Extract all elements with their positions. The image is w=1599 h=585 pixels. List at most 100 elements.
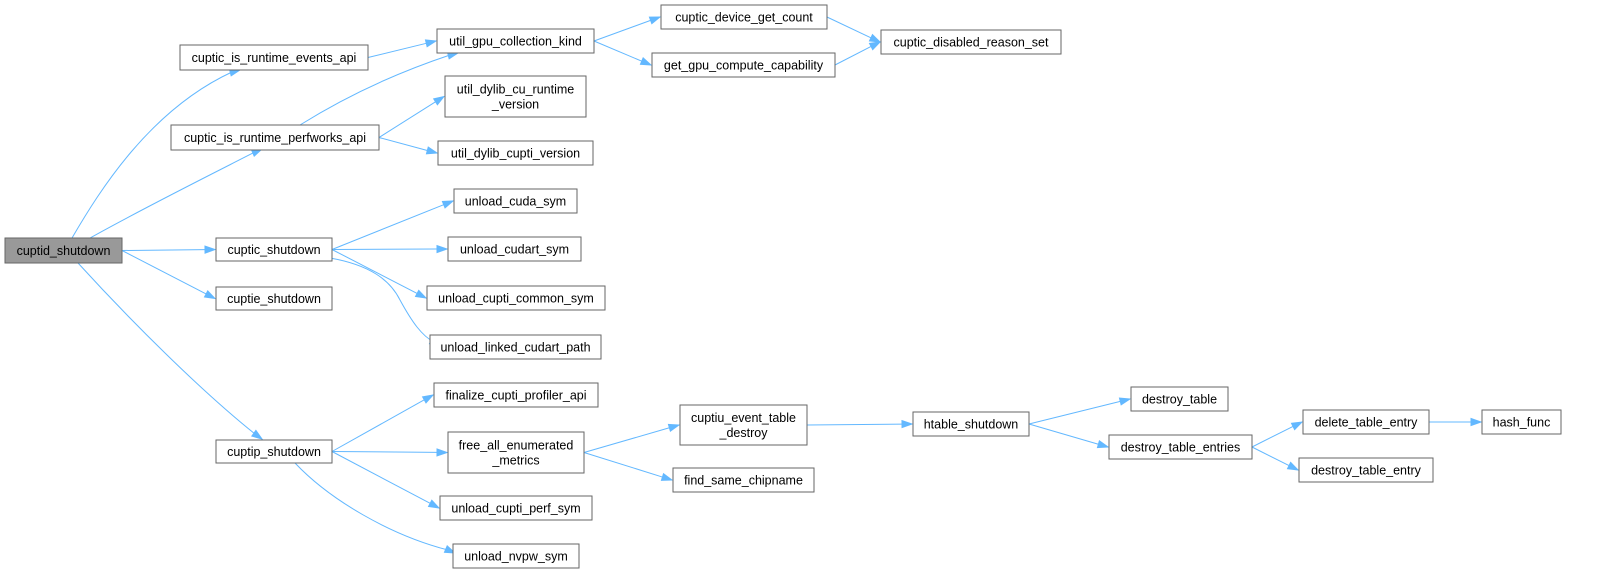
node-box xyxy=(433,382,599,408)
edge-util_gpu_collection_kind-to-cuptic_device_get_count xyxy=(593,16,662,42)
node-label: cuptie_shutdown xyxy=(227,292,321,306)
edge-cuptic_is_runtime_events_api-to-util_gpu_collection_kind xyxy=(367,39,438,58)
node-finalize_cupti_profiler_api[interactable]: finalize_cupti_profiler_api xyxy=(433,382,599,408)
node-destroy_table[interactable]: destroy_table xyxy=(1130,386,1229,412)
edge-free_all_enumerated_metrics-to-cuptiu_event_table_destroy xyxy=(583,423,681,453)
node-box xyxy=(651,52,836,78)
node-label: cuptic_is_runtime_events_api xyxy=(192,51,357,65)
node-unload_cuda_sym[interactable]: unload_cuda_sym xyxy=(453,188,578,214)
node-box xyxy=(447,431,585,474)
node-label: cuptic_disabled_reason_set xyxy=(894,36,1049,50)
edge-cuptic_is_runtime_perfworks_api-to-util_dylib_cupti_version xyxy=(378,137,439,155)
node-box xyxy=(1130,386,1229,412)
node-box xyxy=(437,140,594,166)
node-box xyxy=(439,495,593,521)
edge-cuptic_shutdown-to-unload_cuda_sym xyxy=(331,200,455,250)
node-label: destroy_table_entries xyxy=(1121,441,1241,455)
node-label: util_gpu_collection_kind xyxy=(449,35,582,49)
node-unload_linked_cudart_path[interactable]: unload_linked_cudart_path xyxy=(429,334,602,360)
edge-cuptiu_event_table_destroy-to-htable_shutdown xyxy=(806,419,914,429)
edge-util_gpu_collection_kind-to-get_gpu_compute_capability xyxy=(593,40,653,66)
edge-cuptip_shutdown-to-finalize_cupti_profiler_api xyxy=(331,394,435,452)
node-box xyxy=(170,124,380,151)
nodes-layer: cuptid_shutdown cuptic_is_runtime_events_… xyxy=(4,4,1562,569)
node-cuptie_shutdown[interactable]: cuptie_shutdown xyxy=(215,286,333,311)
node-label: unload_linked_cudart_path xyxy=(440,341,590,355)
node-label: cuptip_shutdown xyxy=(227,445,321,459)
edge-cuptic_is_runtime_perfworks_api-to-util_dylib_cu_runtime_version xyxy=(378,95,446,138)
node-cuptic_disabled_reason_set[interactable]: cuptic_disabled_reason_set xyxy=(880,29,1062,55)
node-util_dylib_cu_runtime_version[interactable]: util_dylib_cu_runtime_version xyxy=(444,75,587,118)
node-get_gpu_compute_capability[interactable]: get_gpu_compute_capability xyxy=(651,52,836,78)
node-box xyxy=(1298,457,1434,483)
node-cuptip_shutdown[interactable]: cuptip_shutdown xyxy=(215,439,333,464)
node-label: htable_shutdown xyxy=(924,418,1019,432)
node-box xyxy=(452,543,580,569)
node-label: _metrics xyxy=(491,454,539,468)
node-box xyxy=(880,29,1062,55)
node-delete_table_entry[interactable]: delete_table_entry xyxy=(1302,409,1430,435)
node-label: cuptic_is_runtime_perfworks_api xyxy=(184,131,366,145)
node-label: _destroy xyxy=(719,426,769,440)
node-label: cuptid_shutdown xyxy=(17,244,111,258)
node-box xyxy=(4,237,123,264)
node-label: finalize_cupti_profiler_api xyxy=(445,389,586,403)
node-cuptic_is_runtime_events_api[interactable]: cuptic_is_runtime_events_api xyxy=(179,44,369,71)
node-unload_cupti_common_sym[interactable]: unload_cupti_common_sym xyxy=(426,285,606,311)
node-free_all_enumerated_metrics[interactable]: free_all_enumerated_metrics xyxy=(447,431,585,474)
edge-destroy_table_entries-to-delete_table_entry xyxy=(1251,421,1304,448)
node-box xyxy=(1108,434,1253,460)
node-unload_cudart_sym[interactable]: unload_cudart_sym xyxy=(447,236,582,262)
node-label: destroy_table_entry xyxy=(1311,464,1422,478)
edge-cuptip_shutdown-to-free_all_enumerated_metrics xyxy=(331,448,449,457)
node-util_gpu_collection_kind[interactable]: util_gpu_collection_kind xyxy=(436,28,595,54)
edges-layer xyxy=(71,16,1483,554)
node-cuptic_device_get_count[interactable]: cuptic_device_get_count xyxy=(660,4,828,30)
node-label: delete_table_entry xyxy=(1315,416,1419,430)
node-util_dylib_cupti_version[interactable]: util_dylib_cupti_version xyxy=(437,140,594,166)
node-destroy_table_entry[interactable]: destroy_table_entry xyxy=(1298,457,1434,483)
edge-cuptip_shutdown-to-unload_cupti_perf_sym xyxy=(331,451,441,509)
edge-cuptid_shutdown-to-cuptie_shutdown xyxy=(121,250,217,300)
node-box xyxy=(1302,409,1430,435)
edge-destroy_table_entries-to-destroy_table_entry xyxy=(1251,446,1300,471)
node-label: find_same_chipname xyxy=(684,474,803,488)
node-box xyxy=(672,467,815,493)
node-cuptiu_event_table_destroy[interactable]: cuptiu_event_table_destroy xyxy=(679,404,808,446)
node-box xyxy=(215,439,333,464)
edge-cuptic_shutdown-to-unload_cudart_sym xyxy=(331,244,449,254)
node-label: unload_cudart_sym xyxy=(460,243,569,257)
edge-cuptid_shutdown-to-cuptic_is_runtime_perfworks_api xyxy=(89,148,264,239)
node-label: unload_cupti_perf_sym xyxy=(451,502,580,516)
node-unload_nvpw_sym[interactable]: unload_nvpw_sym xyxy=(452,543,580,569)
edge-cuptip_shutdown-to-unload_nvpw_sym xyxy=(294,462,457,554)
node-box xyxy=(912,411,1030,437)
edge-htable_shutdown-to-destroy_table_entries xyxy=(1028,423,1110,449)
node-cuptic_shutdown[interactable]: cuptic_shutdown xyxy=(215,237,333,262)
edge-cuptid_shutdown-to-cuptic_shutdown xyxy=(121,245,217,254)
node-box xyxy=(447,236,582,262)
node-label: get_gpu_compute_capability xyxy=(664,59,824,73)
edge-get_gpu_compute_capability-to-cuptic_disabled_reason_set xyxy=(834,41,882,66)
node-label: unload_cupti_common_sym xyxy=(438,292,594,306)
node-label: cuptic_shutdown xyxy=(227,243,320,257)
node-cuptid_shutdown[interactable]: cuptid_shutdown xyxy=(4,237,123,264)
node-htable_shutdown[interactable]: htable_shutdown xyxy=(912,411,1030,437)
node-box xyxy=(215,286,333,311)
node-label: util_dylib_cu_runtime xyxy=(457,83,574,97)
node-box xyxy=(679,404,808,446)
node-cuptic_is_runtime_perfworks_api[interactable]: cuptic_is_runtime_perfworks_api xyxy=(170,124,380,151)
node-label: unload_nvpw_sym xyxy=(464,550,568,564)
node-find_same_chipname[interactable]: find_same_chipname xyxy=(672,467,815,493)
node-unload_cupti_perf_sym[interactable]: unload_cupti_perf_sym xyxy=(439,495,593,521)
edge-delete_table_entry-to-hash_func xyxy=(1429,417,1483,427)
node-hash_func[interactable]: hash_func xyxy=(1481,409,1562,435)
edge-cuptid_shutdown-to-cuptip_shutdown xyxy=(77,262,264,440)
node-box xyxy=(1481,409,1562,435)
node-box xyxy=(179,44,369,71)
node-destroy_table_entries[interactable]: destroy_table_entries xyxy=(1108,434,1253,460)
node-box xyxy=(436,28,595,54)
node-box xyxy=(444,75,587,118)
edge-cuptic_shutdown-to-unload_cupti_common_sym xyxy=(331,249,428,299)
